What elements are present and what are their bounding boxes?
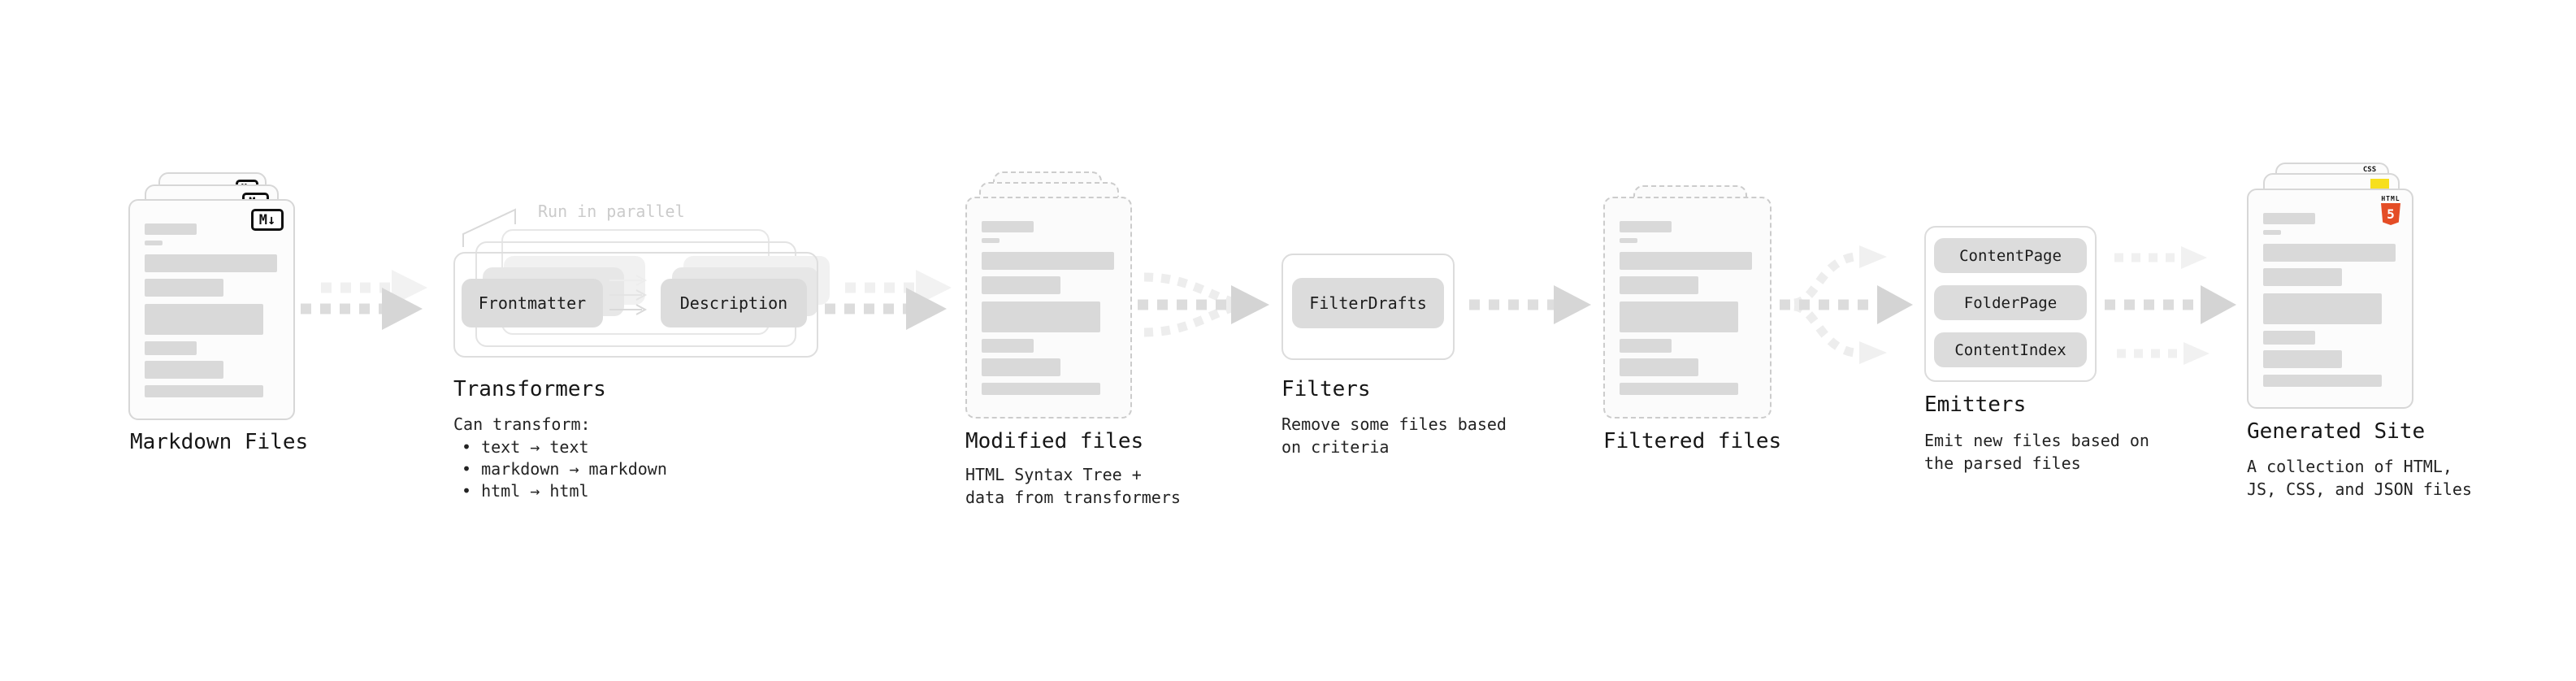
stage-title-filtered-files: Filtered files xyxy=(1603,429,1782,453)
placeholder-bar xyxy=(145,254,277,272)
flow-arrow-markdown-to-transformers xyxy=(301,270,427,330)
placeholder-bar xyxy=(145,385,263,397)
flow-arrow-emitters-to-generated xyxy=(2105,246,2236,365)
placeholder-bar xyxy=(1620,358,1698,376)
placeholder-bar xyxy=(982,358,1060,376)
placeholder-bar xyxy=(2263,268,2342,286)
placeholder-bar xyxy=(145,304,263,335)
placeholder-bar xyxy=(1620,339,1672,353)
emitter-pill-contentpage: ContentPage xyxy=(1934,238,2087,273)
filters-caption: Remove some files based on criteria xyxy=(1281,414,1507,457)
stage-title-markdown-files: Markdown Files xyxy=(130,430,309,454)
placeholder-bar xyxy=(982,301,1100,332)
html5-icon: HTML 5 xyxy=(2381,195,2400,225)
placeholder-bar xyxy=(1620,221,1672,232)
flow-arrow-filtered-to-emitters xyxy=(1780,245,1913,364)
placeholder-bar xyxy=(2263,375,2382,387)
placeholder-bar xyxy=(145,223,197,235)
document-card-front: HTML 5 xyxy=(2247,189,2413,409)
document-card-front: M↓ xyxy=(128,199,295,420)
transformers-bullet: • markdown → markdown xyxy=(462,459,667,479)
placeholder-bar xyxy=(1620,252,1752,270)
placeholder-bar xyxy=(982,252,1114,270)
placeholder-bar xyxy=(982,276,1060,294)
placeholder-bar xyxy=(2263,293,2382,324)
placeholder-bar xyxy=(145,279,223,297)
placeholder-bar xyxy=(2263,213,2315,224)
transformer-pill-description: Description xyxy=(661,279,807,327)
stage-title-emitters: Emitters xyxy=(1924,393,2027,417)
placeholder-bar xyxy=(982,238,1000,243)
stage-title-transformers: Transformers xyxy=(453,377,606,401)
markdown-icon: M↓ xyxy=(251,209,284,231)
transformers-bullet: • text → text xyxy=(462,437,589,457)
placeholder-bar xyxy=(2263,331,2315,345)
js-badge-icon xyxy=(2370,179,2389,189)
document-card-front xyxy=(1603,197,1772,419)
transformers-bullet: • html → html xyxy=(462,481,589,501)
placeholder-bar xyxy=(1620,301,1738,332)
transformer-pill-frontmatter: Frontmatter xyxy=(462,279,603,327)
parallel-arrows-icon xyxy=(609,275,648,315)
stage-title-generated-site: Generated Site xyxy=(2247,419,2426,444)
generated-site-caption: A collection of HTML, JS, CSS, and JSON … xyxy=(2247,457,2472,499)
document-card-front xyxy=(965,197,1132,419)
placeholder-bar xyxy=(1620,238,1637,243)
transformer-box-front xyxy=(453,252,818,358)
placeholder-bar xyxy=(2263,244,2396,262)
placeholder-bar xyxy=(982,339,1034,353)
transformers-caption-heading: Can transform: xyxy=(453,414,591,434)
emitters-caption: Emit new files based on the parsed files xyxy=(1924,431,2149,473)
modified-files-caption: HTML Syntax Tree + data from transformer… xyxy=(965,465,1181,507)
placeholder-bar xyxy=(145,361,223,379)
placeholder-bar xyxy=(145,341,197,355)
placeholder-bar xyxy=(2263,230,2281,235)
placeholder-bar xyxy=(2263,350,2342,368)
stage-title-filters: Filters xyxy=(1281,377,1371,401)
emitter-pill-contentindex: ContentIndex xyxy=(1934,332,2087,367)
placeholder-bar xyxy=(1620,276,1698,294)
emitter-pill-folderpage: FolderPage xyxy=(1934,285,2087,320)
annotation-leader-line xyxy=(462,208,516,247)
run-in-parallel-annotation: Run in parallel xyxy=(538,202,685,221)
flow-arrow-modified-to-filters xyxy=(1138,272,1269,337)
placeholder-bar xyxy=(982,383,1100,395)
stage-title-modified-files: Modified files xyxy=(965,429,1144,453)
flow-arrow-transformers-to-modified xyxy=(825,270,952,330)
placeholder-bar xyxy=(1620,383,1738,395)
filter-pill-filterdrafts: FilterDrafts xyxy=(1292,278,1444,328)
placeholder-bar xyxy=(982,221,1034,232)
placeholder-bar xyxy=(145,241,163,245)
flow-arrow-filters-to-filtered xyxy=(1469,285,1591,324)
